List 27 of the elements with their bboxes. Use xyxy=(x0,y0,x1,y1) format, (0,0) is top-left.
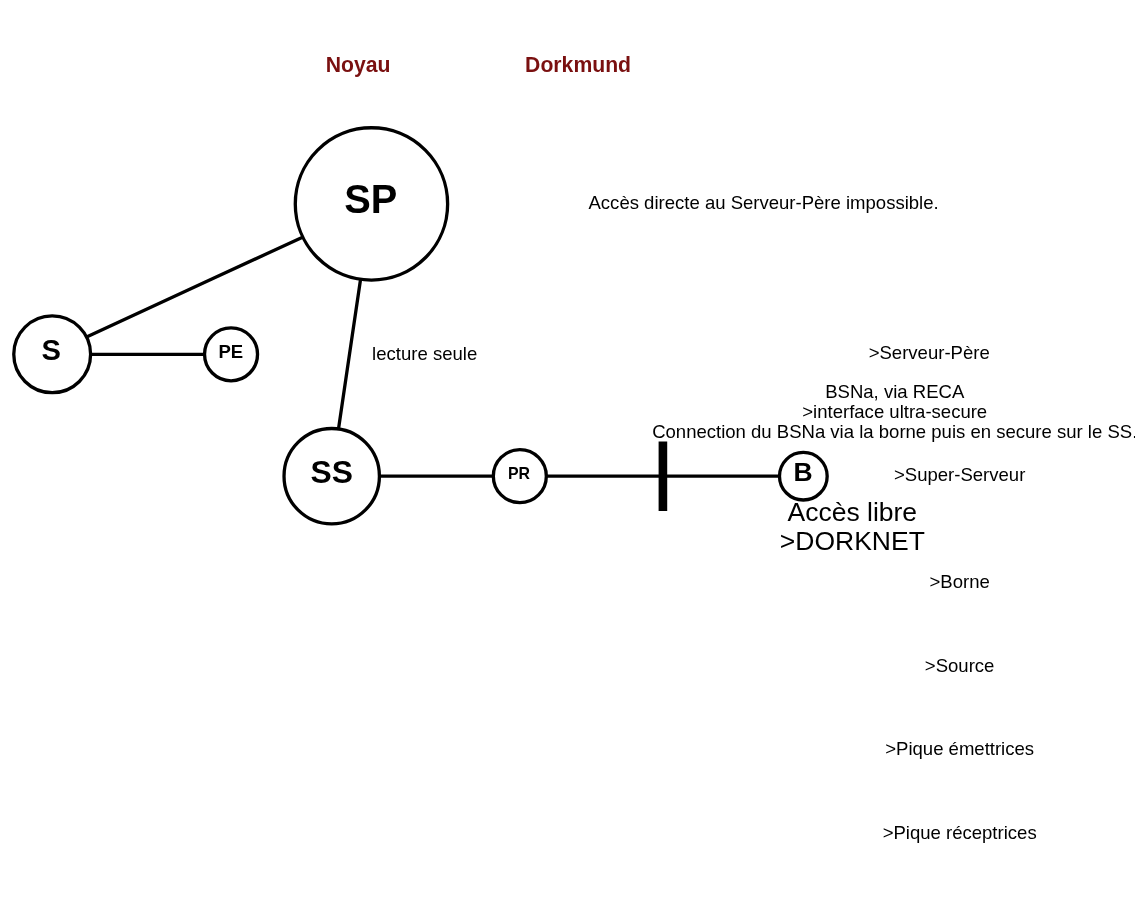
label: >Pique émettrices xyxy=(885,737,1035,759)
label: >Super-Serveur xyxy=(893,463,1026,485)
label: >Borne xyxy=(929,570,990,592)
connector xyxy=(665,474,780,478)
label: Dorkmund xyxy=(525,52,632,76)
label: >Source xyxy=(924,654,995,676)
label: >Serveur-Père xyxy=(868,341,990,363)
label: Noyau xyxy=(325,52,391,76)
connector xyxy=(379,474,493,478)
connector xyxy=(90,352,205,356)
node-circle: PR xyxy=(491,447,548,504)
node-bar xyxy=(658,440,668,511)
node-label: >DORKNET xyxy=(779,525,925,556)
connector xyxy=(336,278,363,429)
node-circle: S xyxy=(12,313,93,394)
node-label: Connection du BSNa via la borne puis en secure sur le SS. xyxy=(652,420,1138,442)
label: Accès directe au Serveur-Père impossible. xyxy=(588,191,939,213)
node-label: BSNa, via RECA xyxy=(825,380,965,402)
node-circle: B xyxy=(777,450,829,502)
label: >Pique réceptrices xyxy=(882,821,1037,843)
node-circle: SP xyxy=(293,125,450,282)
connector xyxy=(546,474,661,478)
connector xyxy=(85,235,304,339)
node-label: >interface ultra-secure xyxy=(802,400,988,422)
node-circle: SS xyxy=(282,426,382,525)
edge-label: lecture seule xyxy=(372,342,478,364)
node-circle: PE xyxy=(202,325,260,382)
